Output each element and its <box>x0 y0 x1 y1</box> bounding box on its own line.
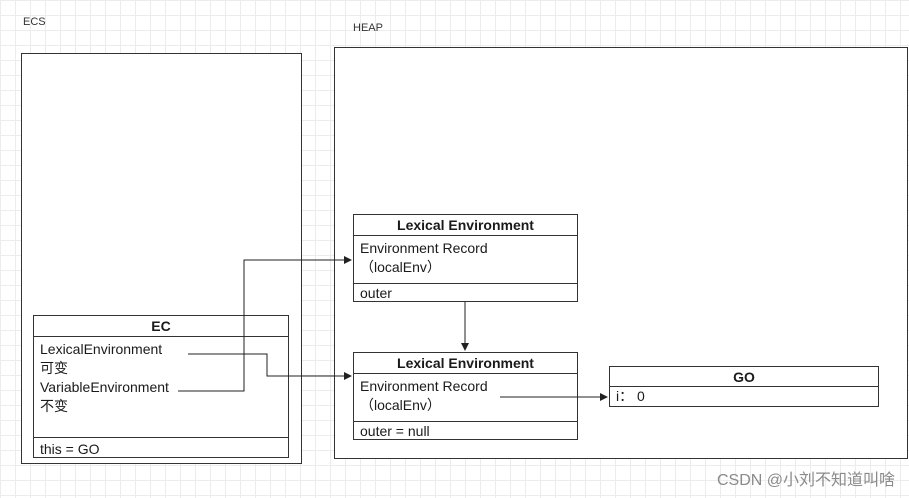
csdn-watermark: CSDN @小刘不知道叫啥 <box>716 472 895 489</box>
heap-label: HEAP <box>353 22 383 34</box>
ec-lexical-note: 可变 <box>40 360 68 376</box>
lexical-env-top-record-note: （localEnv） <box>360 259 441 275</box>
lexical-env-top-title: Lexical Environment <box>354 215 577 236</box>
go-title: GO <box>610 367 878 387</box>
lexical-env-to-bottom-lexical-arrow <box>188 353 352 380</box>
ec-lexical-label: LexicalEnvironment <box>40 341 163 357</box>
ecs-label: ECS <box>23 16 46 28</box>
lexical-env-bottom-box: Lexical Environment Environment Record （… <box>353 352 578 440</box>
lexical-env-top-record: Environment Record （localEnv） <box>354 236 577 283</box>
ec-box: EC LexicalEnvironment 可变 VariableEnviron… <box>33 315 289 458</box>
ec-title: EC <box>34 316 288 337</box>
lexical-env-top-record-label: Environment Record <box>360 240 488 256</box>
lexical-env-bottom-title: Lexical Environment <box>354 353 577 374</box>
lexical-env-bottom-record-note: （localEnv） <box>360 397 441 413</box>
go-box: GO i： 0 <box>609 366 879 407</box>
ec-variable-label: VariableEnvironment <box>40 379 169 395</box>
ec-this-row: this = GO <box>34 437 288 461</box>
variable-env-to-top-lexical-arrow <box>178 256 352 392</box>
lexical-env-top-box: Lexical Environment Environment Record （… <box>353 214 578 302</box>
go-binding-row: i： 0 <box>616 388 645 404</box>
lexical-env-bottom-record-label: Environment Record <box>360 378 488 394</box>
lexical-env-top-outer: outer <box>354 283 577 302</box>
lexical-env-bottom-record: Environment Record （localEnv） <box>354 374 577 421</box>
ec-body: LexicalEnvironment 可变 VariableEnvironmen… <box>34 337 288 437</box>
ec-variable-note: 不变 <box>40 398 68 414</box>
lexical-env-bottom-outer: outer = null <box>354 421 577 440</box>
